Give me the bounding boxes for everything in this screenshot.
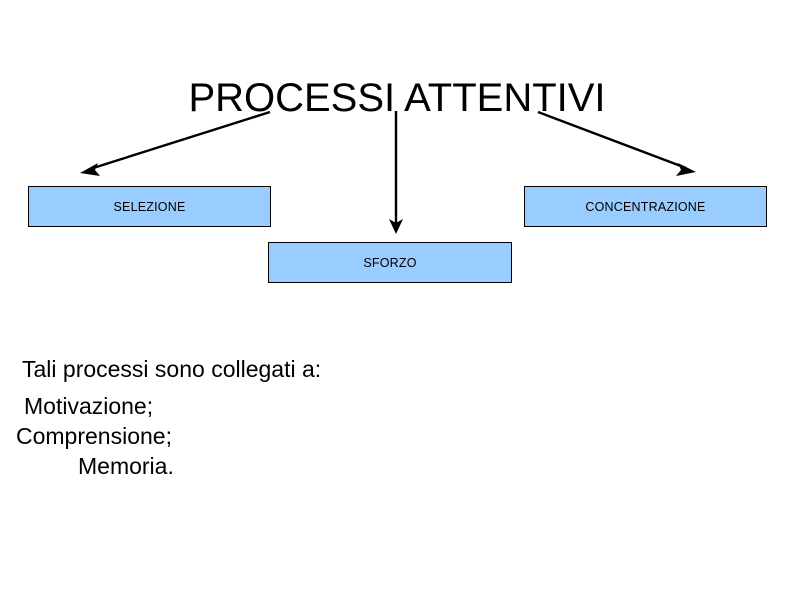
arrow-to-concentrazione-icon xyxy=(537,110,696,176)
related-items-list: Motivazione; Comprensione; Memoria. xyxy=(0,391,500,481)
list-item: Memoria. xyxy=(78,453,174,479)
diagram-node-label: CONCENTRAZIONE xyxy=(585,199,706,214)
body-lead-text: Tali processi sono collegati a: xyxy=(22,356,322,382)
diagram-node-label: SFORZO xyxy=(363,255,417,270)
list-item: Motivazione; xyxy=(24,393,154,419)
diagram-node-concentrazione[interactable]: CONCENTRAZIONE xyxy=(524,186,767,227)
arrow-to-sforzo-icon xyxy=(389,111,403,234)
diagram-node-selezione[interactable]: SELEZIONE xyxy=(28,186,271,227)
list-item: Comprensione; xyxy=(16,423,172,449)
page-title: PROCESSI ATTENTIVI xyxy=(188,75,606,120)
diagram-node-sforzo[interactable]: SFORZO xyxy=(268,242,512,283)
arrow-to-selezione-icon xyxy=(80,110,271,176)
diagram-node-label: SELEZIONE xyxy=(113,199,186,214)
